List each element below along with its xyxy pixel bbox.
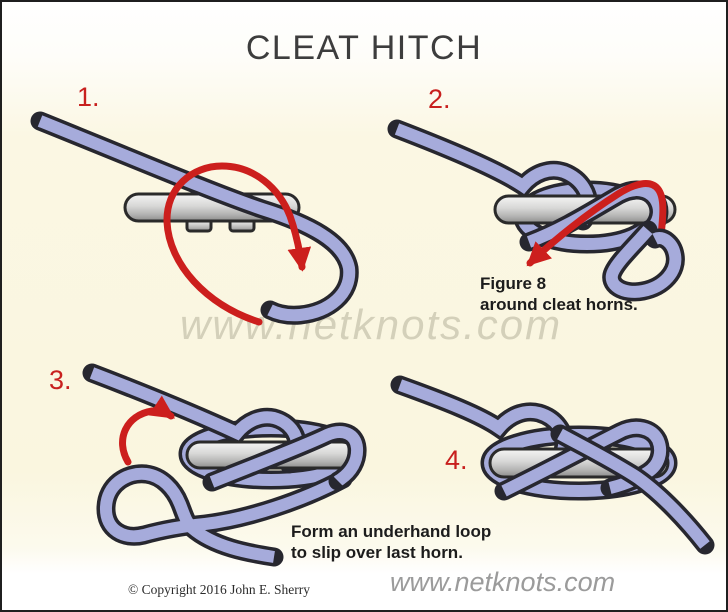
underhand-loop-caption: Form an underhand loop to slip over last… <box>291 521 491 563</box>
step-1-diagram <box>40 121 349 326</box>
figure8-direction-arrow-icon <box>526 180 667 267</box>
step-1-number: 1. <box>77 82 100 112</box>
figure8-caption-line1: Figure 8 <box>480 274 547 293</box>
step-2-number: 2. <box>428 84 451 114</box>
underhand-loop-caption-line2: to slip over last horn. <box>291 543 463 562</box>
watermark-text: www.netknots.com <box>180 301 563 348</box>
step-2-diagram <box>397 129 675 292</box>
curved-wrap-arrow-icon <box>163 162 312 326</box>
step-4-number: 4. <box>445 445 468 475</box>
copyright-text: © Copyright 2016 John E. Sherry <box>128 582 310 597</box>
underhand-loop-caption-line1: Form an underhand loop <box>291 522 492 541</box>
step-3-diagram <box>92 373 357 557</box>
website-text: www.netknots.com <box>390 567 616 597</box>
step-3-number: 3. <box>49 365 72 395</box>
page-title: CLEAT HITCH <box>245 29 483 67</box>
figure8-caption-line2: around cleat horns. <box>480 295 638 314</box>
figure8-caption: Figure 8 around cleat horns. <box>480 273 638 315</box>
flip-loop-arrow-icon <box>119 395 175 466</box>
step-4-diagram <box>400 385 705 545</box>
